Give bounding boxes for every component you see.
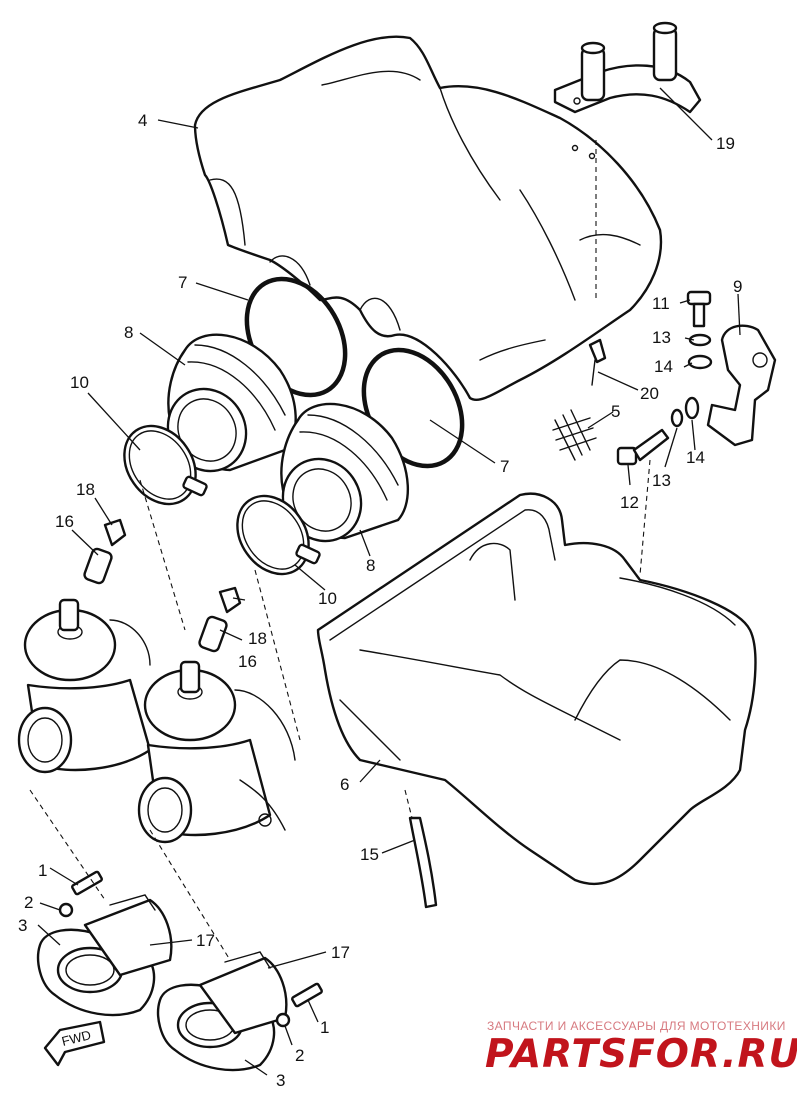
callout-13-upper: 13 — [652, 328, 671, 347]
callout-8-upper: 8 — [124, 323, 133, 342]
washer-13-top — [688, 333, 712, 347]
callout-7-lower: 7 — [500, 457, 509, 476]
callout-16-left: 16 — [55, 512, 74, 531]
callout-5: 5 — [611, 402, 620, 421]
callout-3-left: 3 — [18, 916, 27, 935]
callout-15: 15 — [360, 845, 379, 864]
callout-19: 19 — [716, 134, 735, 153]
air-cleaner-cover — [193, 35, 663, 401]
callout-7-upper: 7 — [178, 273, 187, 292]
watermark-tagline: ЗАПЧАСТИ И АКСЕССУАРЫ ДЛЯ МОТОТЕХНИКИ — [487, 1019, 786, 1033]
callout-11: 11 — [652, 294, 670, 313]
callout-18-right: 18 — [248, 629, 267, 648]
spring-clips-5 — [552, 409, 597, 461]
clip-left — [103, 518, 127, 547]
fwd-arrow: FWD — [43, 1020, 106, 1067]
callout-14-upper: 14 — [654, 357, 673, 376]
rivet-20 — [588, 338, 607, 386]
callout-2-left: 2 — [24, 893, 33, 912]
callout-4: 4 — [138, 111, 147, 130]
washer-lower-left — [58, 902, 74, 918]
bolt-12 — [616, 428, 670, 466]
callout-17-right: 17 — [331, 943, 350, 962]
callout-6: 6 — [340, 775, 349, 794]
stay-bracket — [706, 324, 777, 447]
clip-right — [218, 586, 242, 614]
air-cleaner-case — [316, 492, 757, 886]
bolt-lower-right — [291, 982, 323, 1008]
callout-10-upper: 10 — [70, 373, 89, 392]
washer-14-lower — [684, 396, 700, 420]
callout-1-left: 1 — [38, 861, 47, 880]
hose-clamp-left — [123, 424, 208, 506]
callout-16-right: 16 — [238, 652, 257, 671]
washer-14-top — [687, 354, 713, 370]
callout-17-left: 17 — [196, 931, 215, 950]
cap-left — [83, 547, 113, 585]
bolt-lower-left — [71, 870, 103, 896]
callout-2-right: 2 — [295, 1046, 304, 1065]
callout-13-lower: 13 — [652, 471, 671, 490]
bracket — [553, 21, 702, 114]
callout-1-right: 1 — [320, 1018, 329, 1037]
callout-8-lower: 8 — [366, 556, 375, 575]
callout-20: 20 — [640, 384, 659, 403]
carburetor-right — [137, 660, 296, 844]
callout-3-right: 3 — [276, 1071, 285, 1090]
manifold-joint-right — [156, 951, 288, 1072]
callout-10-lower: 10 — [318, 589, 337, 608]
fwd-label: FWD — [60, 1027, 92, 1049]
callout-14-lower: 14 — [686, 448, 705, 467]
callout-12: 12 — [620, 493, 639, 512]
manifold-joint-left — [36, 894, 173, 1017]
drain-hose — [408, 816, 438, 909]
carburetor-left — [17, 598, 152, 774]
callout-18-left: 18 — [76, 480, 95, 499]
washer-lower-right — [275, 1012, 291, 1028]
watermark-brand: PARTSFOR.RU — [485, 1032, 797, 1077]
washer-13-lower — [670, 408, 684, 428]
cap-right — [198, 615, 228, 653]
callout-9: 9 — [733, 277, 742, 296]
hose-clamp-right — [236, 494, 321, 576]
bolt-11 — [686, 290, 712, 328]
